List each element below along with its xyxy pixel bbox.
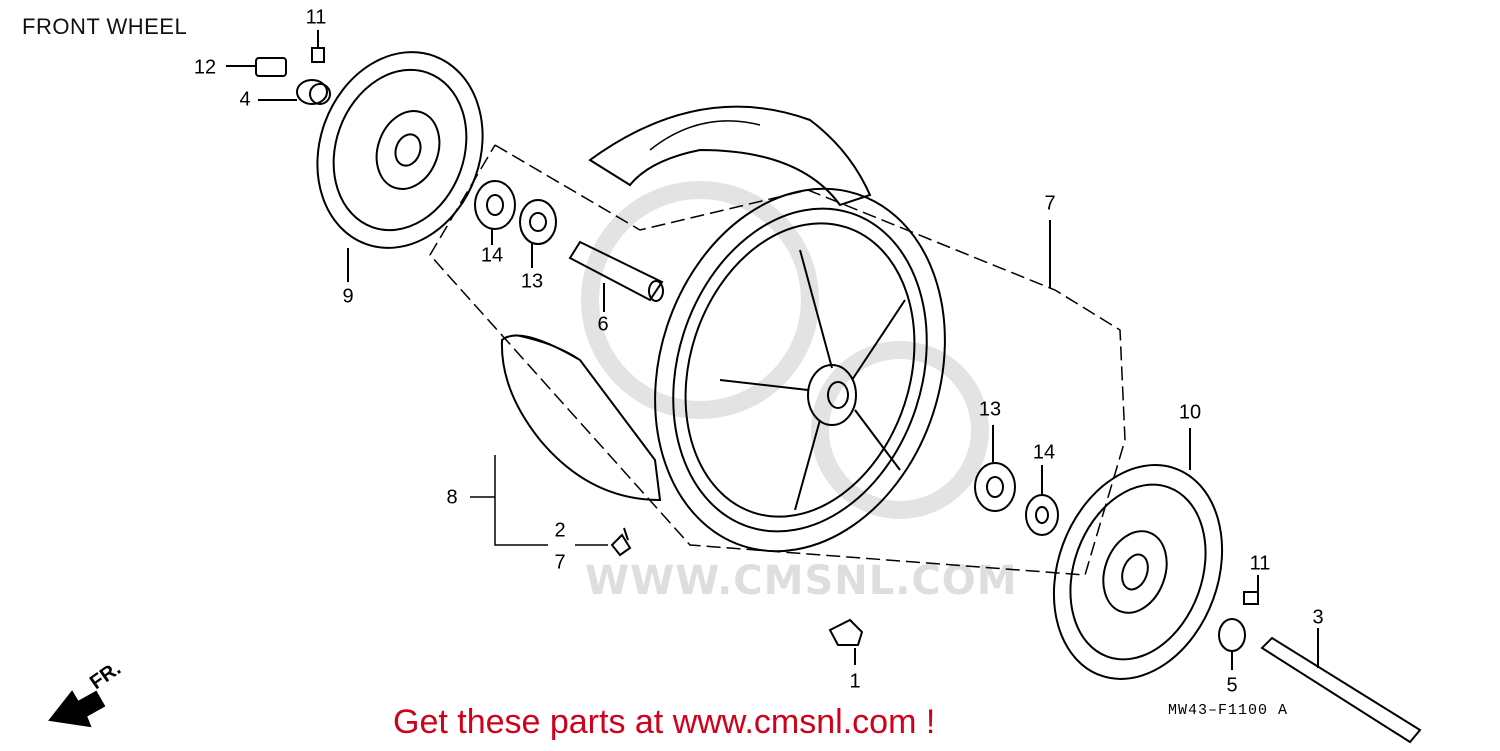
bearing-13-right bbox=[974, 425, 1016, 512]
callout-14-left: 14 bbox=[480, 244, 504, 267]
bearing-14-left bbox=[474, 180, 516, 230]
callout-1: 1 bbox=[849, 670, 861, 693]
callout-13-left: 13 bbox=[520, 270, 544, 293]
callout-2: 2 bbox=[554, 519, 566, 542]
bearing-14-right bbox=[1025, 465, 1059, 536]
assembly-dash-box bbox=[429, 144, 1126, 576]
screw-11-top bbox=[311, 30, 325, 63]
callout-12: 12 bbox=[193, 56, 217, 79]
callout-6: 6 bbox=[597, 313, 609, 336]
diagram-title: FRONT WHEEL bbox=[22, 14, 188, 39]
collar-5 bbox=[1218, 618, 1246, 670]
callout-3: 3 bbox=[1312, 606, 1324, 629]
callout-5: 5 bbox=[1226, 674, 1238, 697]
callout-7-top: 7 bbox=[1044, 192, 1056, 215]
callout-7-bottom: 7 bbox=[554, 551, 566, 574]
watermark: WWW.CMSNL.COM bbox=[585, 558, 1018, 604]
callout-11-bottom: 11 bbox=[1249, 552, 1271, 575]
watermark-logo bbox=[581, 181, 989, 519]
wheel-rim bbox=[654, 187, 946, 553]
bearing-13-left bbox=[519, 199, 557, 245]
axle-3 bbox=[1260, 628, 1422, 744]
bolt-12 bbox=[226, 57, 287, 77]
rim-band-8 bbox=[500, 334, 662, 502]
callout-11-top: 11 bbox=[305, 6, 327, 29]
screw-11-bottom bbox=[1243, 575, 1259, 605]
callout-8: 8 bbox=[446, 486, 458, 509]
valve-2 bbox=[610, 527, 632, 557]
callout-4: 4 bbox=[239, 88, 251, 111]
clip-1 bbox=[828, 618, 864, 665]
brake-disc-left bbox=[316, 51, 484, 249]
leader-8 bbox=[494, 455, 548, 546]
callout-13-right: 13 bbox=[978, 398, 1002, 421]
promo-link[interactable]: Get these parts at www.cmsnl.com ! bbox=[393, 703, 936, 741]
callout-14-right: 14 bbox=[1032, 441, 1056, 464]
fr-arrow-icon bbox=[48, 690, 106, 728]
part-code: MW43–F1100 A bbox=[1168, 702, 1289, 719]
collar-4 bbox=[258, 79, 331, 105]
tire-top bbox=[588, 105, 872, 207]
spacer-6 bbox=[568, 240, 664, 312]
callout-9: 9 bbox=[342, 285, 354, 308]
brake-disc-right bbox=[1052, 428, 1224, 680]
callout-10: 10 bbox=[1178, 401, 1202, 424]
